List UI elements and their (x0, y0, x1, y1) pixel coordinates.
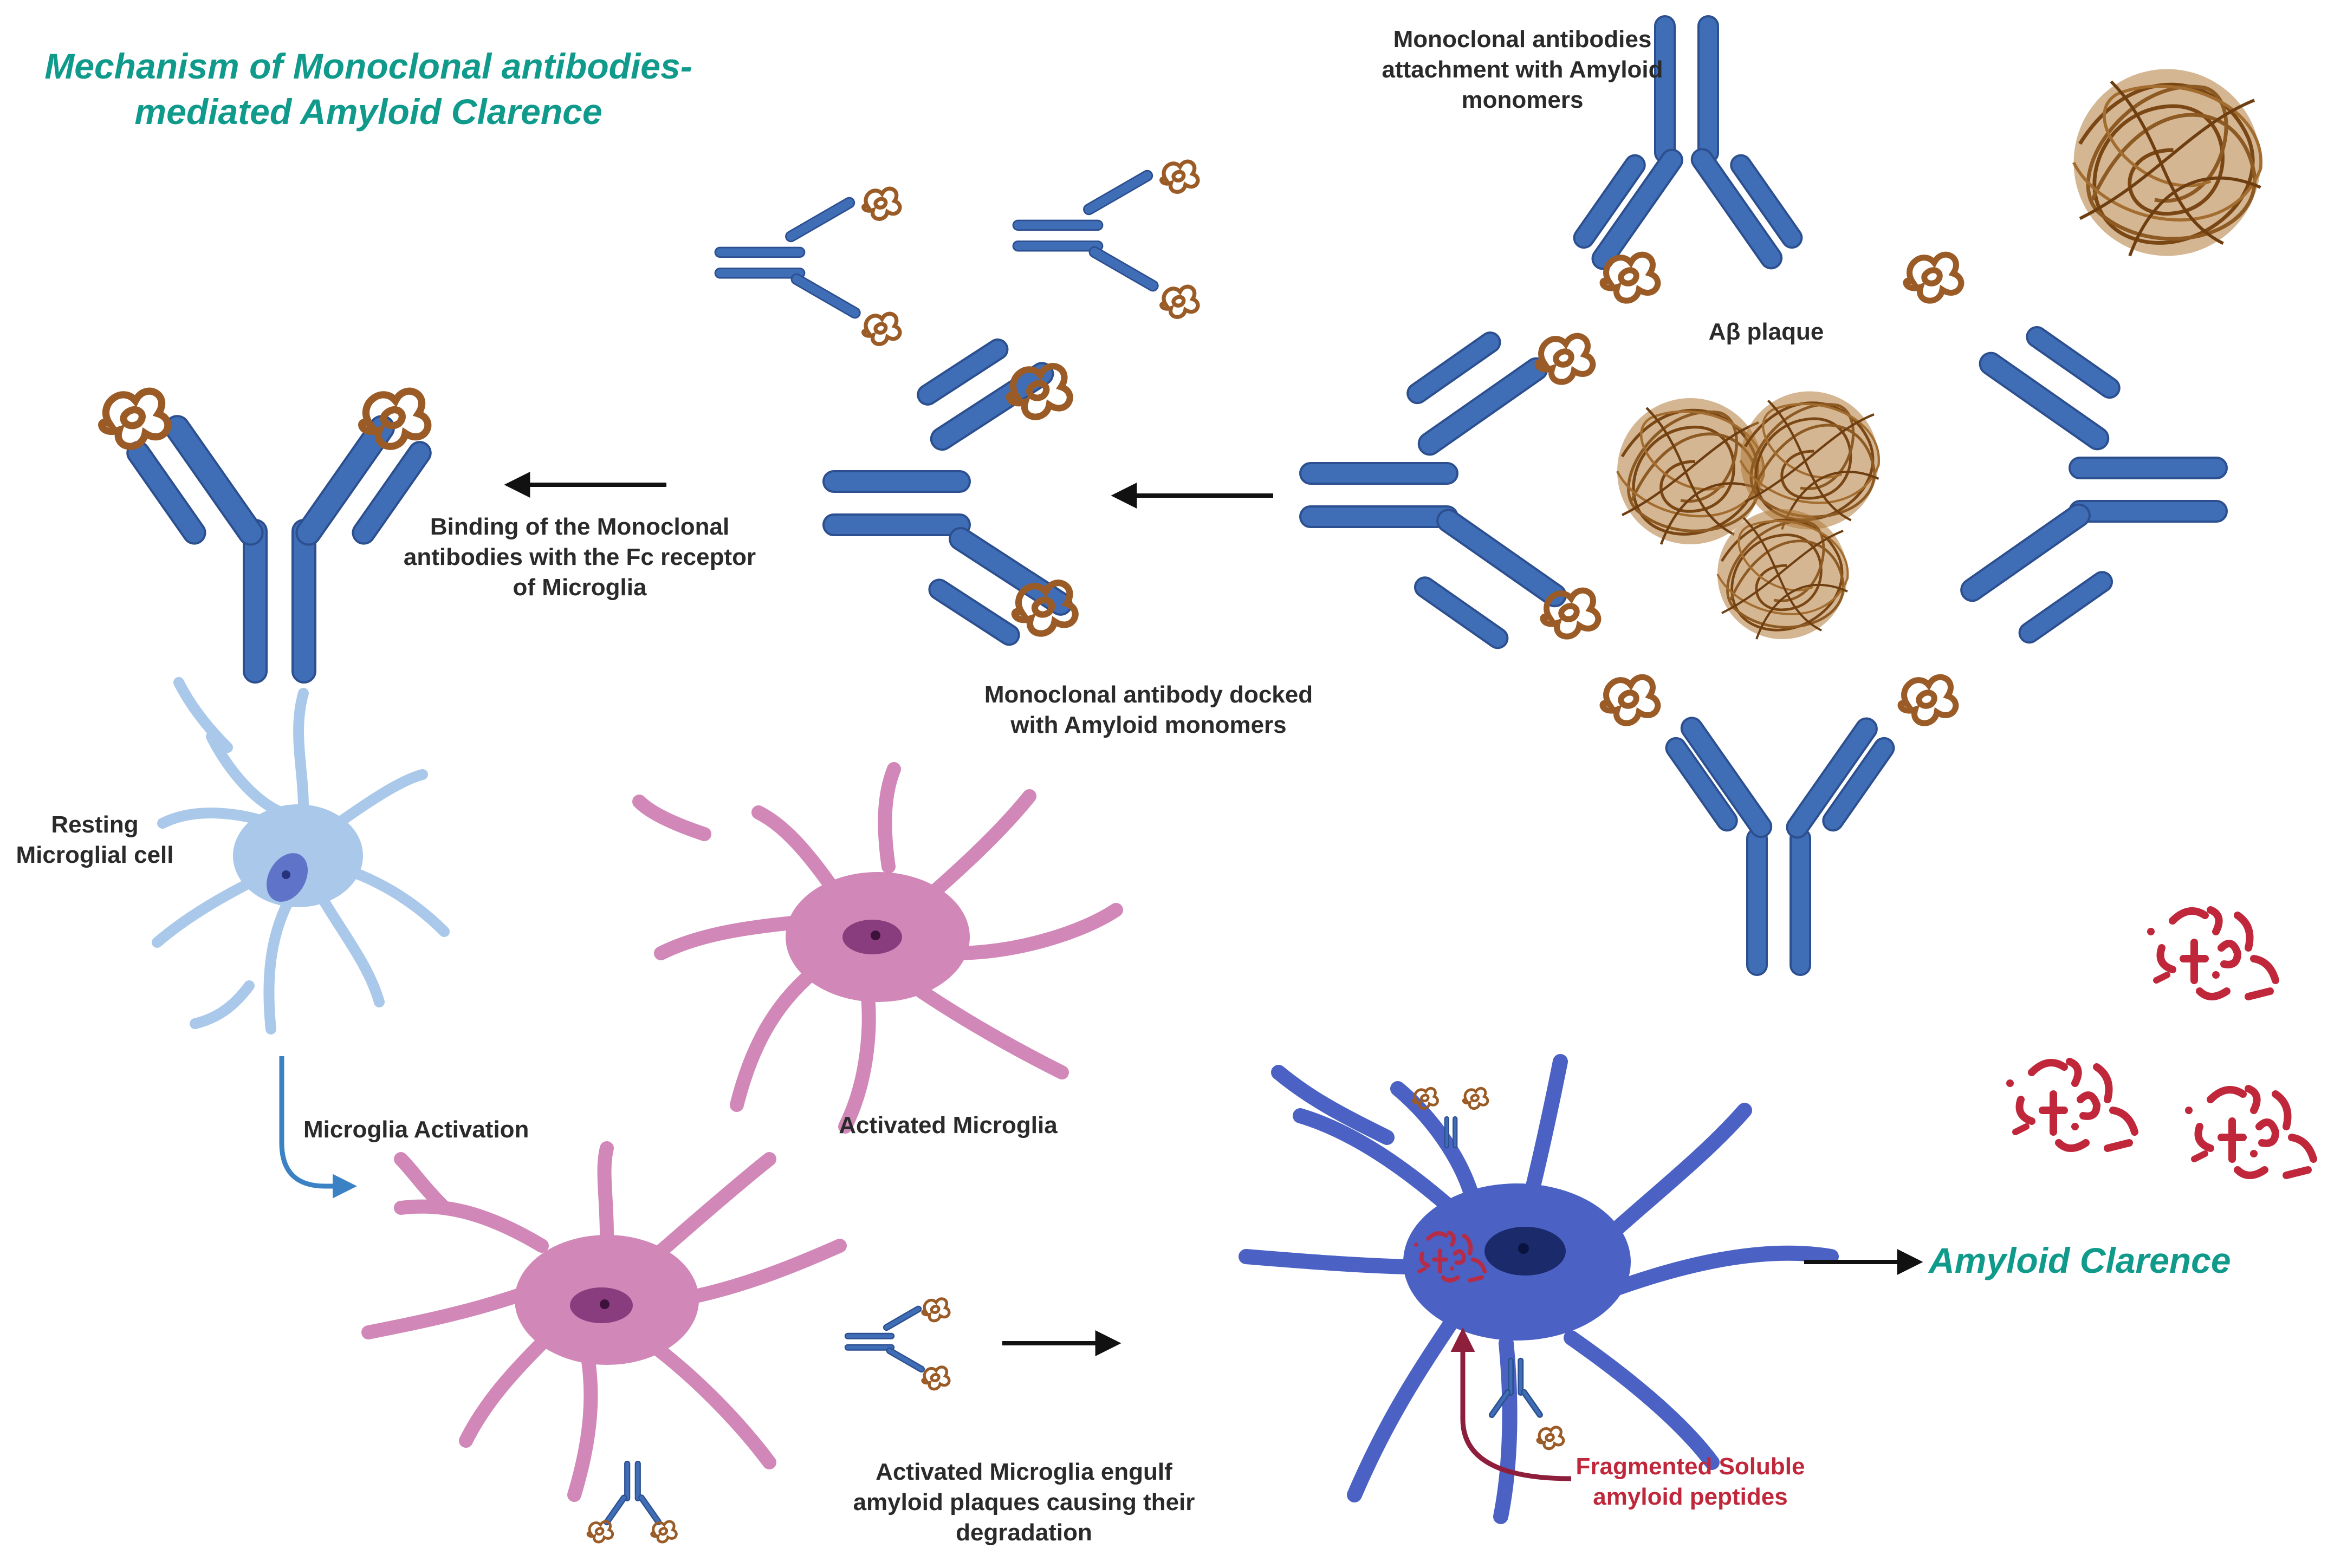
antibody-top (1573, 15, 1961, 301)
antibody-right (1960, 326, 2228, 644)
arrow-microglia-activation (279, 1056, 357, 1199)
engulfing-microglia (1239, 1054, 1839, 1524)
activated-microglia-1 (632, 762, 1123, 1134)
fragment-cluster-1 (2147, 910, 2275, 997)
small-antibody-2 (588, 1460, 676, 1542)
label-docked-antibody: Monoclonal antibody docked with Amyloid … (984, 681, 1313, 738)
antibody-bottom (1603, 677, 1956, 976)
activated-microglia-2 (361, 1141, 847, 1502)
small-antibody-1 (844, 1299, 949, 1389)
antibody-plaque-complex (1299, 15, 2228, 976)
fragment-cluster-3 (2185, 1089, 2313, 1175)
antibody-fc-bound (102, 391, 432, 684)
resting-microglia (152, 677, 450, 1035)
arrow-fragmented-peptides (1450, 1328, 1572, 1481)
amyloid-fibril-tangle (2074, 69, 2261, 256)
abeta-plaque-tangle-3 (1717, 509, 1847, 639)
antibody-left (1299, 331, 1598, 649)
label-amyloid-clearance: Amyloid Clarence (1929, 1240, 2231, 1280)
diagram-title: Mechanism of Monoclonal antibodies- medi… (44, 46, 692, 132)
label-abeta-plaque: Aβ plaque (1708, 318, 1824, 345)
abeta-plaque-tangle-2 (1741, 392, 1879, 530)
docked-antibody (822, 338, 1075, 646)
label-fc-binding: Binding of the Monoclonal antibodies wit… (403, 513, 756, 601)
label-fragmented-peptides: Fragmented Soluble amyloid peptides (1576, 1453, 1805, 1510)
label-activated-microglia: Activated Microglia (839, 1112, 1058, 1138)
fragment-cluster-2 (2006, 1062, 2135, 1148)
free-antibody-1 (714, 188, 900, 344)
label-engulf: Activated Microglia engulf amyloid plaqu… (853, 1459, 1195, 1546)
label-resting-microglia: Resting Microglial cell (16, 811, 174, 868)
label-antibody-attachment: Monoclonal antibodies attachment with Am… (1382, 26, 1663, 113)
label-microglia-activation: Microglia Activation (303, 1116, 529, 1143)
free-antibody-2 (1012, 161, 1198, 317)
